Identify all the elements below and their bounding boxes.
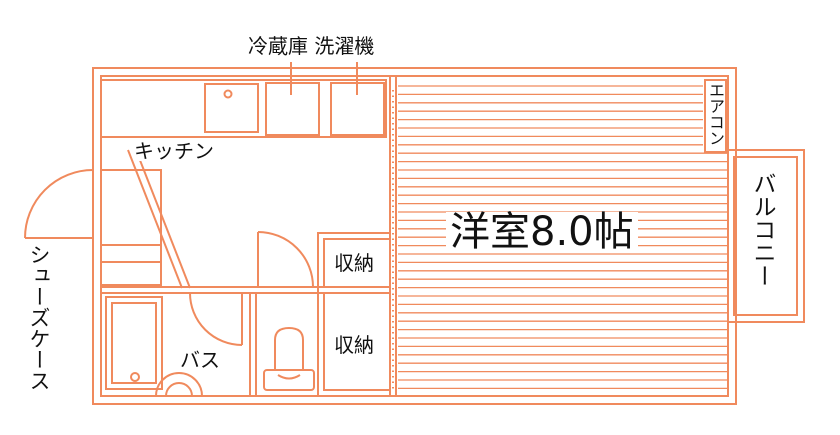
entrance-step-line xyxy=(127,149,191,289)
western-room-label: 洋室8.0帖 xyxy=(446,212,638,252)
kitchen-counter xyxy=(100,79,387,138)
bath-label: バス xyxy=(180,348,220,372)
aircon-label: エアコン xyxy=(706,82,725,146)
toilet xyxy=(263,326,315,391)
balcony-outline xyxy=(727,149,805,323)
bath-door xyxy=(189,292,243,346)
storage-lower-label: 収納 xyxy=(334,333,374,357)
aircon-unit xyxy=(704,79,727,153)
shoe-case xyxy=(100,169,162,286)
toilet-door xyxy=(257,231,314,288)
refrigerator-space xyxy=(265,82,320,136)
bathtub xyxy=(105,296,203,397)
entrance-door xyxy=(24,169,94,245)
kitchen-label: キッチン xyxy=(134,139,214,163)
shoe-case-label: シューズケース xyxy=(27,244,51,391)
balcony-label: バルコニー xyxy=(749,172,775,287)
storage-closets xyxy=(317,232,391,397)
storage-upper-label: 収納 xyxy=(334,251,374,275)
appliances-label: 冷蔵庫 洗濯機 xyxy=(248,34,375,58)
